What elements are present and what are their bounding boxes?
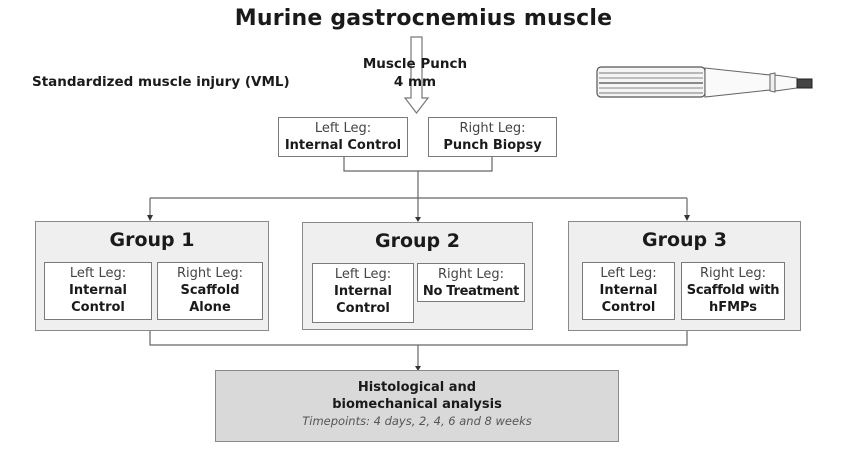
arrowhead-group2 bbox=[415, 217, 421, 222]
analysis-line1: Histological and bbox=[357, 380, 477, 395]
punch-line2: 4 mm bbox=[393, 74, 437, 90]
leg-value-line2: Control bbox=[336, 301, 390, 316]
top-bracket bbox=[343, 156, 493, 172]
left-leg-box: Left Leg: Internal Control bbox=[312, 263, 414, 323]
leg-label: Right Leg: bbox=[437, 267, 504, 282]
punch-line1: Muscle Punch bbox=[362, 56, 468, 72]
leg-value-line1: No Treatment bbox=[422, 284, 520, 299]
leg-value-line1: Scaffold with bbox=[686, 283, 780, 298]
right-leg-box: Right Leg: Scaffold Alone bbox=[157, 262, 263, 320]
analysis-box: Histological and biomechanical analysis … bbox=[215, 370, 619, 442]
diagram-title: Murine gastrocnemius muscle bbox=[234, 6, 613, 31]
leg-value-line2: Control bbox=[601, 300, 656, 315]
group-title: Group 2 bbox=[375, 230, 460, 252]
leg-value-line1: Internal bbox=[333, 284, 393, 299]
leg-label: Left Leg: bbox=[334, 267, 392, 282]
biopsy-punch-icon bbox=[596, 66, 813, 98]
leg-label: Right Leg: bbox=[176, 266, 243, 281]
leg-label: Right Leg: bbox=[699, 266, 766, 281]
arrowhead-group1 bbox=[147, 215, 153, 221]
arrowhead-group3 bbox=[684, 215, 690, 221]
leg-value-line2: Control bbox=[71, 300, 125, 315]
group-title: Group 3 bbox=[642, 229, 727, 251]
group-title: Group 1 bbox=[109, 229, 195, 251]
analysis-timepoints: Timepoints: 4 days, 2, 4, 6 and 8 weeks bbox=[302, 414, 532, 428]
injury-label: Standardized muscle injury (VML) bbox=[32, 74, 290, 90]
collector-bracket bbox=[149, 330, 688, 346]
leg-label: Left Leg: bbox=[600, 266, 657, 281]
leg-value-line1: Internal bbox=[599, 283, 658, 298]
analysis-line2: biomechanical analysis bbox=[332, 397, 502, 412]
right-leg-box: Right Leg: Scaffold with hFMPs bbox=[681, 262, 785, 320]
leg-value-line1: Scaffold bbox=[180, 283, 240, 298]
leg-value: Internal Control bbox=[284, 138, 402, 153]
initial-right-leg-box: Right Leg: Punch Biopsy bbox=[428, 117, 557, 157]
hollow-down-arrow bbox=[403, 36, 430, 114]
leg-label: Right Leg: bbox=[459, 121, 526, 136]
punch-label: Muscle Punch 4 mm bbox=[350, 55, 480, 91]
leg-label: Left Leg: bbox=[69, 266, 127, 281]
leg-value-line2: Alone bbox=[189, 300, 231, 315]
initial-left-leg-box: Left Leg: Internal Control bbox=[278, 117, 408, 157]
leg-value: Punch Biopsy bbox=[443, 138, 542, 153]
leg-value-line2: hFMPs bbox=[708, 300, 758, 315]
group-2-box: Group 2 Left Leg: Internal Control Right… bbox=[302, 222, 533, 330]
leg-label: Left Leg: bbox=[314, 121, 372, 136]
leg-value-line1: Internal bbox=[68, 283, 128, 298]
group-1-box: Group 1 Left Leg: Internal Control Right… bbox=[35, 221, 269, 331]
right-leg-box: Right Leg: No Treatment bbox=[417, 263, 525, 302]
left-leg-box: Left Leg: Internal Control bbox=[44, 262, 152, 320]
group-3-box: Group 3 Left Leg: Internal Control Right… bbox=[568, 221, 801, 331]
arrowhead-analysis bbox=[415, 366, 421, 371]
left-leg-box: Left Leg: Internal Control bbox=[582, 262, 675, 320]
